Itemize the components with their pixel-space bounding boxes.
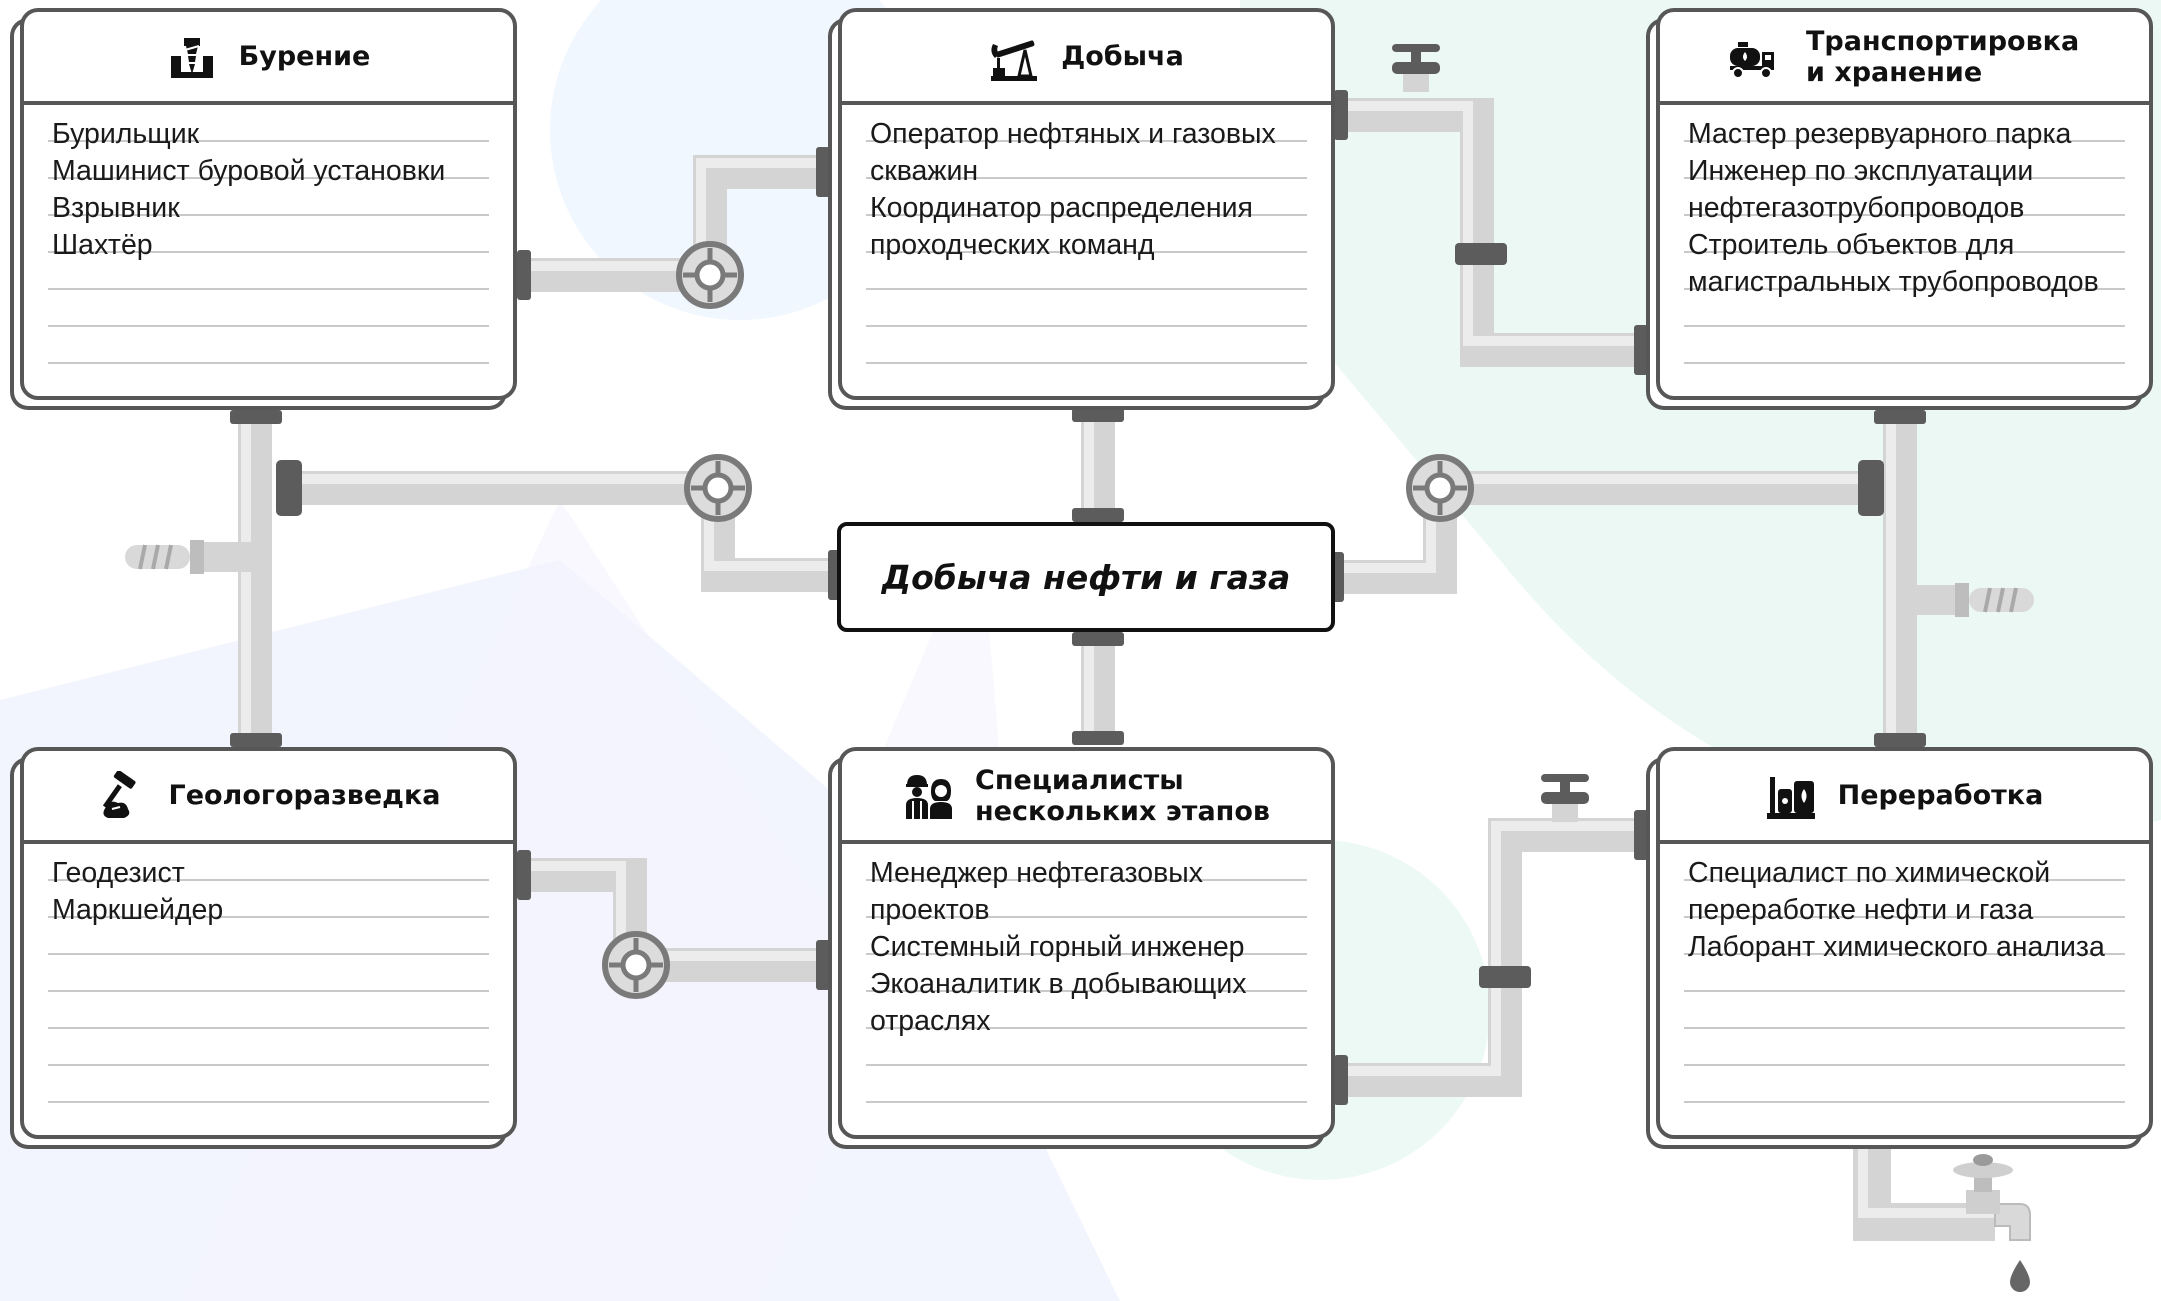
list-item: Лаборант химического анализа xyxy=(1688,931,2105,963)
empty-line xyxy=(48,966,489,1003)
card-title: Добыча xyxy=(1061,41,1184,72)
empty-line xyxy=(48,929,489,966)
hammer-rock-icon xyxy=(103,770,137,818)
center-node: Добыча нефти и газа xyxy=(837,522,1335,632)
list-item: переработке нефти и газа xyxy=(1688,894,2034,926)
card-list: Бурильщик Машинист буровой установки Взр… xyxy=(48,105,489,375)
list-item: Геодезист xyxy=(52,857,185,889)
tanker-truck-icon xyxy=(1730,41,1774,79)
empty-line xyxy=(48,1003,489,1040)
list-item: Менеджер нефтегазовых xyxy=(870,857,1203,889)
list-item: Машинист буровой установки xyxy=(52,155,446,187)
list-item: Бурильщик xyxy=(52,118,200,150)
drill-icon xyxy=(170,37,213,78)
refinery-icon xyxy=(1766,776,1815,819)
card-drilling: Бурение Бурильщик Машинист буровой устан… xyxy=(20,8,517,400)
card-processing: Переработка Специалист по химической пер… xyxy=(1656,747,2153,1139)
empty-line xyxy=(1684,1040,2125,1077)
list-item: отраслях xyxy=(870,1005,991,1037)
card-geology: Геологоразведка Геодезист Маркшейдер xyxy=(20,747,517,1139)
card-list: Мастер резервуарного парка Инженер по эк… xyxy=(1684,105,2125,375)
empty-line xyxy=(1684,966,2125,1003)
list-item: нефтегазотрубопроводов xyxy=(1688,192,2025,224)
card-title: Геологоразведка xyxy=(168,780,441,811)
workers-icon xyxy=(906,774,953,819)
empty-line xyxy=(866,338,1307,375)
card-title: Переработка xyxy=(1837,780,2044,811)
list-item: Экоаналитик в добывающих xyxy=(870,968,1247,1000)
card-multistage: Специалисты нескольких этапов Менеджер н… xyxy=(838,747,1335,1139)
list-item: Инженер по эксплуатации xyxy=(1688,155,2034,187)
list-item: Координатор распределения xyxy=(870,192,1253,224)
card-title: Транспортировка и хранение xyxy=(1806,25,2080,88)
card-header: Специалисты нескольких этапов xyxy=(842,751,1331,844)
list-item: Специалист по химической xyxy=(1688,857,2051,889)
card-header: Добыча xyxy=(842,12,1331,105)
list-item: Строитель объектов для xyxy=(1688,229,2015,261)
empty-line xyxy=(48,264,489,301)
list-item: магистральных трубопроводов xyxy=(1688,266,2099,298)
card-extraction: Добыча Оператор нефтяных и газовых скваж… xyxy=(838,8,1335,400)
card-header: Транспортировка и хранение xyxy=(1660,12,2149,105)
card-list: Оператор нефтяных и газовых скважин Коор… xyxy=(866,105,1307,375)
list-item: скважин xyxy=(870,155,979,187)
card-list: Геодезист Маркшейдер xyxy=(48,844,489,1114)
card-transport: Транспортировка и хранение Мастер резерв… xyxy=(1656,8,2153,400)
card-title: Специалисты нескольких этапов xyxy=(975,764,1270,827)
list-item: Мастер резервуарного парка xyxy=(1688,118,2072,150)
card-header: Бурение xyxy=(24,12,513,105)
list-item: проходческих команд xyxy=(870,229,1155,261)
empty-line xyxy=(866,264,1307,301)
empty-line xyxy=(866,1077,1307,1114)
list-item: Системный горный инженер xyxy=(870,931,1245,963)
list-item: Маркшейдер xyxy=(52,894,224,926)
list-item: проектов xyxy=(870,894,990,926)
empty-line xyxy=(48,301,489,338)
empty-line xyxy=(1684,1003,2125,1040)
empty-line xyxy=(866,301,1307,338)
list-item: Шахтёр xyxy=(52,229,153,261)
center-title: Добыча нефти и газа xyxy=(881,557,1291,597)
card-header: Геологоразведка xyxy=(24,751,513,844)
list-item: Оператор нефтяных и газовых xyxy=(870,118,1276,150)
card-title: Бурение xyxy=(238,41,371,72)
list-item: Взрывник xyxy=(52,192,180,224)
empty-line xyxy=(48,338,489,375)
empty-line xyxy=(866,1040,1307,1077)
empty-line xyxy=(48,1077,489,1114)
card-list: Менеджер нефтегазовых проектов Системный… xyxy=(866,844,1307,1114)
empty-line xyxy=(1684,301,2125,338)
card-list: Специалист по химической переработке неф… xyxy=(1684,844,2125,1114)
empty-line xyxy=(1684,1077,2125,1114)
empty-line xyxy=(48,1040,489,1077)
oil-pump-icon xyxy=(991,39,1038,81)
card-header: Переработка xyxy=(1660,751,2149,844)
empty-line xyxy=(1684,338,2125,375)
